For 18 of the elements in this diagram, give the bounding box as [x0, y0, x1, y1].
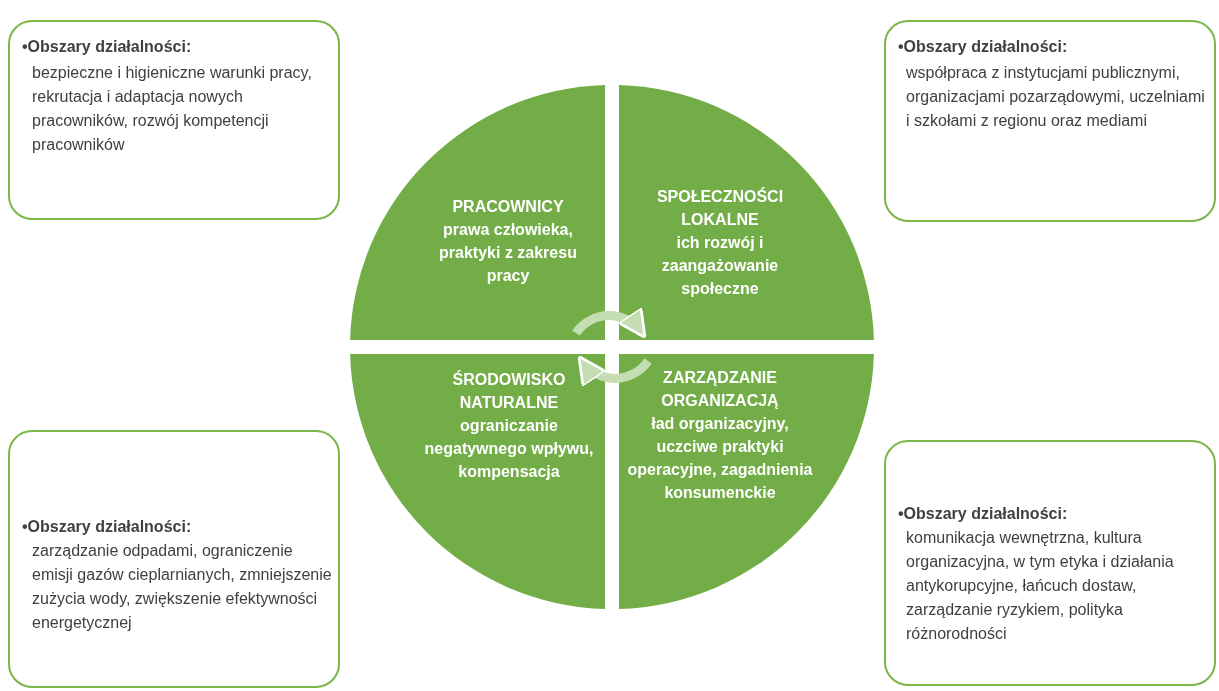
segment-label: SPOŁECZNOŚCI LOKALNE ich rozwój i zaangażowanie społeczne: [655, 186, 785, 299]
card-body-text: bezpieczne i higieniczne warunki pracy, rekrutacja i adaptacja nowych pracowników, rozwój kompetencji pracowników: [32, 63, 313, 155]
text-card: [884, 20, 1216, 222]
segment-label: PRACOWNICY prawa człowieka, praktyki z zakresu pracy: [438, 197, 578, 286]
segment-label: ZARZĄDZANIE ORGANIZACJĄ ład organizacyjny, uczciwe praktyki operacyjne, zagadnienia konsumenckie: [626, 368, 814, 503]
card-heading: •Obszary działalności:: [898, 37, 1068, 57]
card-body-text: zarządzanie odpadami, ograniczenie emisji gazów cieplarnianych, zmniejszenie zużycia wody, zwiększenie efektywności energetycznej: [32, 541, 333, 633]
text-card: [8, 430, 340, 688]
cycle-arrow: [572, 306, 647, 339]
cycle-arrow: [577, 355, 652, 388]
card-body-text: współpraca z instytucjami publicznymi, organizacjami pozarządowymi, uczelniami i szkołami z regionu oraz mediami: [906, 63, 1206, 131]
card-heading: •Obszary działalności:: [898, 504, 1068, 524]
card-heading: •Obszary działalności:: [22, 517, 192, 537]
text-card: [884, 440, 1216, 686]
text-card: [8, 20, 340, 220]
card-heading: •Obszary działalności:: [22, 37, 192, 57]
card-body-text: komunikacja wewnętrzna, kultura organizacyjna, w tym etyka i działania antykorupcyjne, łańcuch dostaw, zarządzanie ryzykiem, polityka różnorodności: [906, 528, 1175, 644]
segment-label: ŚRODOWISKO NATURALNE ograniczanie negatywnego wpływu, kompensacja: [423, 369, 595, 482]
